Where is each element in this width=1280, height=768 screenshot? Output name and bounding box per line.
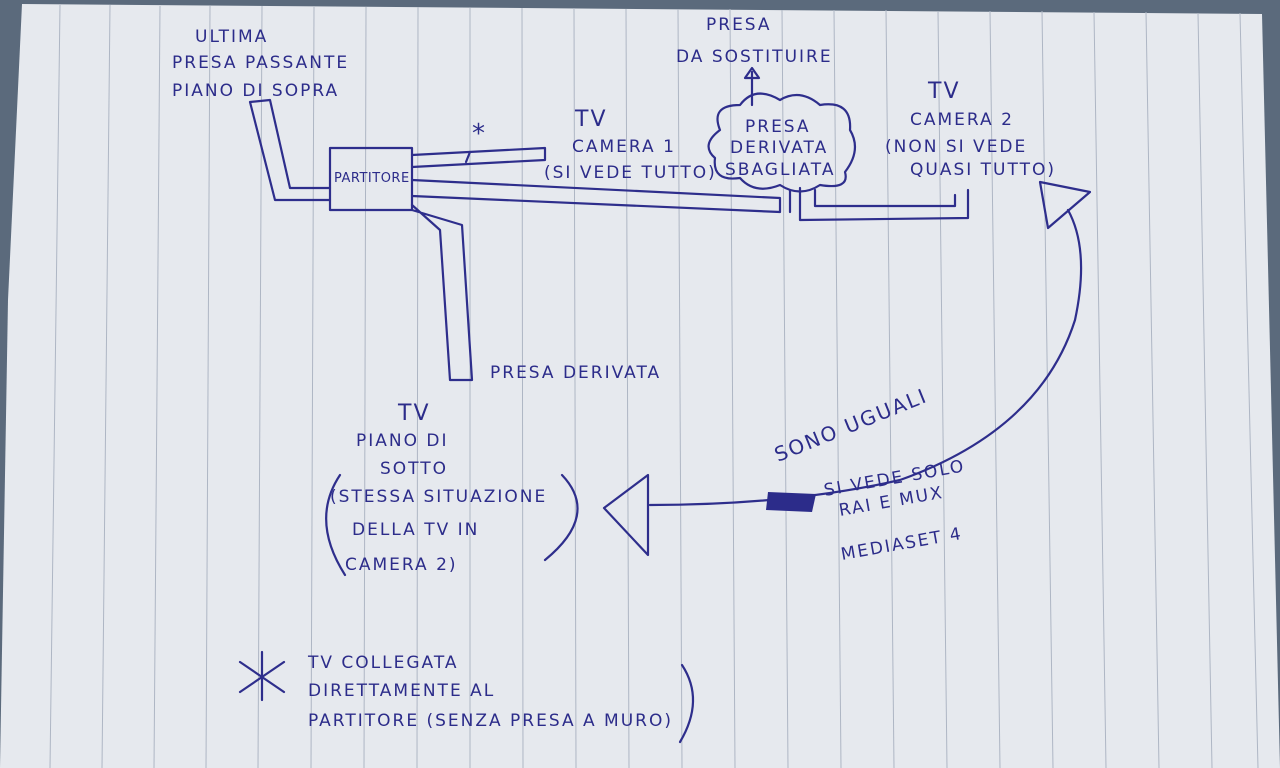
asterisk-big-icon	[238, 650, 286, 702]
label-da-sostituire: DA SOSTITUIRE	[676, 47, 833, 67]
triangle-tv-downstairs	[602, 473, 650, 557]
cable-from-upstairs	[248, 98, 332, 202]
label-tv-camera1-camera: CAMERA 1	[572, 137, 676, 157]
label-presa-top: PRESA	[706, 15, 772, 35]
label-piano-di-sopra: PIANO DI SOPRA	[172, 81, 339, 101]
label-tv-camera1-tv: TV	[574, 107, 608, 132]
label-tv-camera2-tv: TV	[927, 79, 961, 104]
bracket-footnote	[678, 663, 695, 744]
label-tv-downstairs-tv: TV	[397, 401, 431, 426]
cable-to-wrong-socket	[410, 178, 782, 214]
label-footnote-3: PARTITORE (SENZA PRESA A MURO)	[308, 711, 673, 731]
ruled-lines	[49, 4, 1259, 768]
label-tv-camera1-status: (SI VEDE TUTTO)	[544, 163, 717, 183]
label-footnote-1: TV COLLEGATA	[307, 653, 459, 673]
bracket-right	[543, 473, 579, 562]
label-tv-downstairs-camera: CAMERA 2)	[345, 555, 458, 575]
arrow-to-replace	[743, 66, 761, 107]
label-partitore: PARTITORE	[334, 171, 410, 186]
bracket-left	[325, 473, 347, 577]
label-tv-camera2-quasi: QUASI TUTTO)	[910, 160, 1056, 180]
cable-marker	[464, 150, 472, 164]
cloud-wrong-socket	[707, 92, 857, 193]
ink-scribble	[766, 492, 816, 512]
label-tv-downstairs-sotto: SOTTO	[380, 459, 448, 479]
label-tv-camera2-non: (NON SI VEDE	[885, 137, 1027, 157]
label-tv-downstairs-della: DELLA TV IN	[352, 520, 479, 540]
label-tv-downstairs-piano: PIANO DI	[356, 431, 449, 451]
label-ultima: ULTIMA	[195, 27, 268, 47]
cable-tv-camera2	[798, 186, 970, 222]
label-footnote-2: DIRETTAMENTE AL	[308, 681, 495, 701]
label-derivata-cloud: DERIVATA	[730, 138, 828, 158]
label-tv-camera2-camera: CAMERA 2	[910, 110, 1014, 130]
label-presa-derivata: PRESA DERIVATA	[490, 363, 661, 383]
label-presa-cloud: PRESA	[745, 117, 811, 137]
cable-to-derived-socket	[410, 203, 474, 382]
paper-sheet	[0, 4, 1280, 768]
label-asterisk: *	[472, 119, 487, 149]
label-sbagliata-cloud: SBAGLIATA	[725, 160, 835, 180]
label-presa-passante: PRESA PASSANTE	[172, 53, 349, 73]
label-tv-downstairs-stessa: (STESSA SITUAZIONE	[330, 487, 547, 507]
cable-tv-camera1	[410, 146, 547, 169]
